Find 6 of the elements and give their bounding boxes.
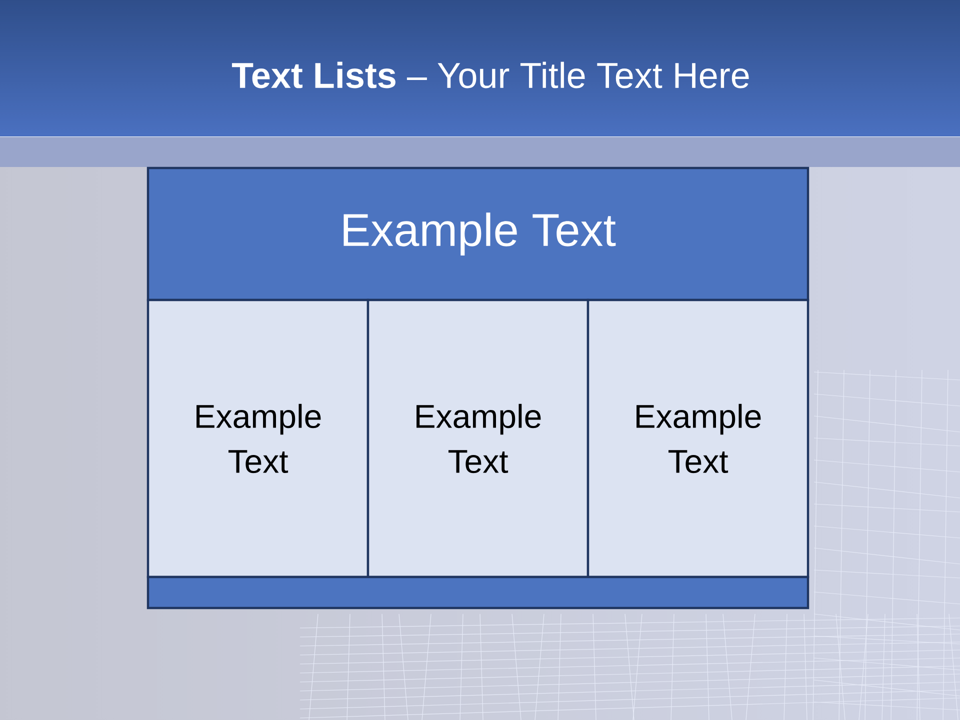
footer-bar <box>146 576 810 610</box>
text-cell: Example Text <box>366 298 590 578</box>
text-cell: Example Text <box>146 298 370 578</box>
header-band: Example Text <box>146 166 810 302</box>
slide-title: Text Lists – Your Title Text Here <box>232 62 749 88</box>
text-cell: Example Text <box>586 298 810 578</box>
